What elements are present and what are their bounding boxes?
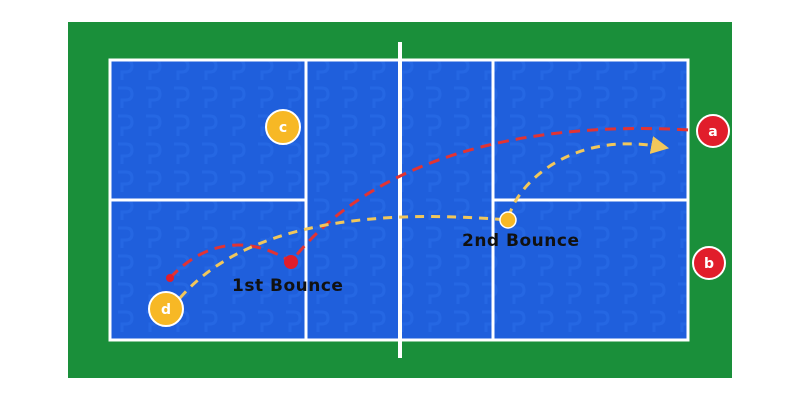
red-path-start-dot [166, 274, 174, 282]
player-a: a [696, 114, 730, 148]
player-a-label: a [708, 124, 717, 140]
yellow-shot-path [178, 136, 670, 299]
player-c: c [265, 109, 301, 145]
player-c-label: c [279, 120, 287, 136]
first-bounce-marker [284, 255, 298, 269]
player-d: d [148, 291, 184, 327]
first-bounce-label: 1st Bounce [232, 276, 343, 296]
red-shot-path [168, 127, 691, 280]
second-bounce-label: 2nd Bounce [462, 231, 579, 251]
player-b: b [692, 246, 726, 280]
second-bounce-marker [499, 211, 517, 229]
player-d-label: d [161, 302, 171, 318]
player-b-label: b [704, 256, 714, 272]
